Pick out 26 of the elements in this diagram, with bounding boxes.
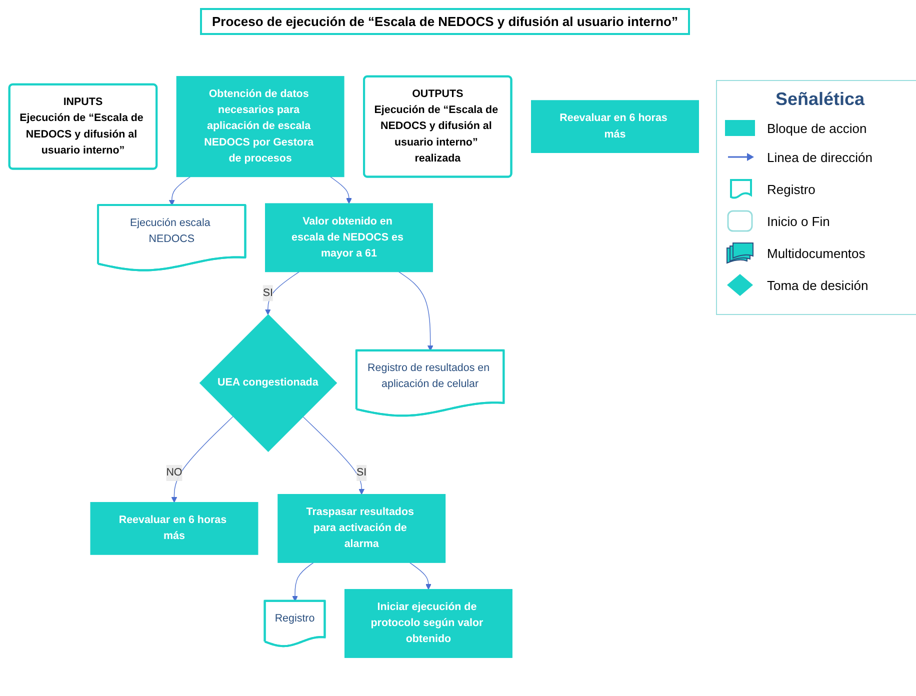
arrow bbox=[171, 416, 234, 503]
diagram-title: Proceso de ejecución de “Escala de NEDOCS y difusión al usuario interno” bbox=[200, 8, 690, 35]
arrow bbox=[330, 176, 352, 204]
node-diamond: UEA congestionada bbox=[199, 314, 338, 452]
arrow bbox=[409, 562, 432, 590]
arrow bbox=[292, 562, 314, 602]
legend-label: Registro bbox=[767, 182, 816, 196]
node-box: Iniciar ejecución de protocolo según valor obtenido bbox=[344, 589, 512, 658]
legend-label: Toma de desición bbox=[767, 278, 868, 292]
legend-label: Inicio o Fin bbox=[767, 214, 830, 228]
node-box: Traspasar resultados para activación de alarma bbox=[278, 494, 446, 563]
edge-label: NO bbox=[166, 466, 182, 478]
arrow bbox=[168, 176, 191, 206]
edge-label: SI bbox=[262, 287, 273, 299]
arrow bbox=[264, 271, 300, 315]
node-box: Reevaluar en 6 horas más bbox=[531, 100, 699, 153]
node-box: Valor obtenido en escala de NEDOCS es mayor a 61 bbox=[265, 203, 433, 272]
node-box: Obtención de datos necesarios para aplicación de escala NEDOCS por Gestora de procesos bbox=[176, 76, 344, 178]
legend-label: Linea de dirección bbox=[767, 150, 873, 164]
arrow bbox=[302, 416, 365, 495]
arrow bbox=[398, 271, 434, 352]
edge-label: SI bbox=[356, 466, 367, 478]
legend-heading: Señalética bbox=[774, 89, 866, 110]
node-box: Reevaluar en 6 horas más bbox=[90, 502, 258, 555]
legend-label: Multidocumentos bbox=[767, 246, 866, 260]
legend-label: Bloque de accion bbox=[767, 120, 867, 136]
